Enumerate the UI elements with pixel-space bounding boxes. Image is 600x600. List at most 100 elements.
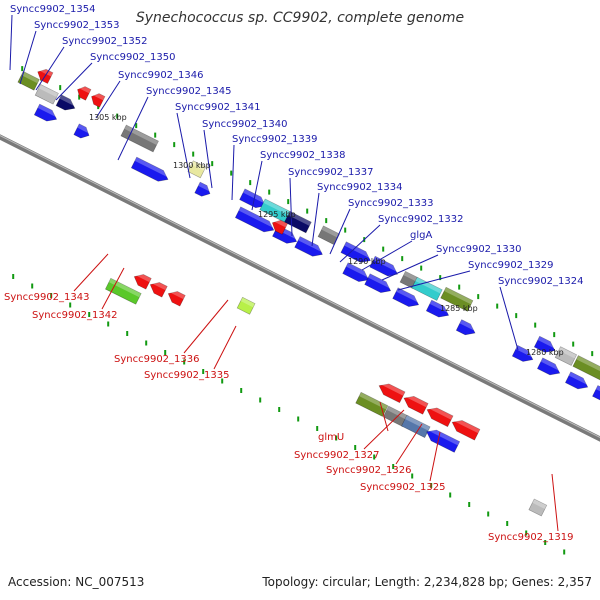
gene-feature-44[interactable] <box>17 71 40 91</box>
gene-feature-35[interactable] <box>89 91 106 108</box>
leader-line <box>203 129 213 189</box>
gene-feature-42[interactable] <box>148 279 168 298</box>
gene-label-syncc9902-1329[interactable]: Syncc9902_1329 <box>468 260 554 271</box>
leader-line <box>395 423 423 465</box>
gene-feature-28[interactable] <box>440 286 474 312</box>
leader-line <box>35 46 65 91</box>
gene-label-syncc9902-1346[interactable]: Syncc9902_1346 <box>118 70 204 81</box>
leader-line <box>339 224 381 263</box>
gene-feature-45[interactable] <box>105 277 142 305</box>
leader-line <box>379 401 389 432</box>
gene-feature-14[interactable] <box>564 371 590 393</box>
gene-label-syncc9902-1343[interactable]: Syncc9902_1343 <box>4 292 90 303</box>
genome-summary-text: Topology: circular; Length: 2,234,828 bp… <box>262 575 592 589</box>
gene-feature-37[interactable] <box>376 380 406 404</box>
gene-label-syncc9902-1332[interactable]: Syncc9902_1332 <box>378 214 464 225</box>
gene-label-glmu[interactable]: glmU <box>318 432 344 443</box>
gene-feature-13[interactable] <box>536 357 562 379</box>
leader-line <box>289 177 293 237</box>
gene-label-syncc9902-1342[interactable]: Syncc9902_1342 <box>32 310 118 321</box>
position-marker-1305-kbp: 1305 kbp <box>89 113 127 122</box>
gene-label-syncc9902-1325[interactable]: Syncc9902_1325 <box>360 482 446 493</box>
gene-feature-8[interactable] <box>364 273 394 296</box>
gene-feature-26[interactable] <box>399 271 419 289</box>
leader-line <box>117 96 149 161</box>
position-marker-1280-kbp: 1280 kbp <box>526 348 564 357</box>
position-marker-1285-kbp: 1285 kbp <box>440 304 478 313</box>
gene-feature-3[interactable] <box>194 181 213 199</box>
gene-label-syncc9902-1319[interactable]: Syncc9902_1319 <box>488 532 574 543</box>
gene-label-syncc9902-1330[interactable]: Syncc9902_1330 <box>436 244 522 255</box>
gene-label-syncc9902-1339[interactable]: Syncc9902_1339 <box>232 134 318 145</box>
gene-label-syncc9902-1340[interactable]: Syncc9902_1340 <box>202 119 288 130</box>
gene-feature-43[interactable] <box>166 288 186 307</box>
gene-feature-50[interactable] <box>424 426 461 453</box>
leader-line <box>311 192 320 247</box>
gene-feature-7[interactable] <box>342 262 372 285</box>
gene-feature-1[interactable] <box>73 123 92 141</box>
gene-label-syncc9902-1353[interactable]: Syncc9902_1353 <box>34 20 120 31</box>
leader-line <box>55 62 93 101</box>
gene-feature-49[interactable] <box>401 414 431 438</box>
gene-label-syncc9902-1333[interactable]: Syncc9902_1333 <box>348 198 434 209</box>
gene-feature-38[interactable] <box>401 393 429 415</box>
gene-label-syncc9902-1337[interactable]: Syncc9902_1337 <box>288 167 374 178</box>
gene-label-syncc9902-1350[interactable]: Syncc9902_1350 <box>90 52 176 63</box>
leader-line <box>9 14 13 71</box>
gene-feature-34[interactable] <box>75 84 92 101</box>
gene-label-syncc9902-1334[interactable]: Syncc9902_1334 <box>317 182 403 193</box>
position-marker-1295-kbp: 1295 kbp <box>258 210 296 219</box>
gene-label-syncc9902-1327[interactable]: Syncc9902_1327 <box>294 450 380 461</box>
gene-feature-29[interactable] <box>533 335 557 356</box>
gene-label-syncc9902-1345[interactable]: Syncc9902_1345 <box>146 86 232 97</box>
leader-line <box>363 409 405 450</box>
gene-feature-24[interactable] <box>340 241 373 266</box>
gene-label-syncc9902-1352[interactable]: Syncc9902_1352 <box>62 36 148 47</box>
gene-label-syncc9902-1326[interactable]: Syncc9902_1326 <box>326 465 412 476</box>
gene-feature-11[interactable] <box>455 319 477 339</box>
leader-line <box>95 80 121 119</box>
gene-feature-17[interactable] <box>55 94 77 114</box>
leader-line <box>251 160 263 211</box>
gene-feature-39[interactable] <box>424 404 454 428</box>
leader-line <box>183 299 229 354</box>
gene-feature-16[interactable] <box>34 84 59 105</box>
gene-feature-46[interactable] <box>236 296 256 315</box>
gene-feature-9[interactable] <box>392 287 422 310</box>
gene-label-syncc9902-1324[interactable]: Syncc9902_1324 <box>498 276 584 287</box>
gene-label-syncc9902-1335[interactable]: Syncc9902_1335 <box>144 370 230 381</box>
gene-feature-10[interactable] <box>425 299 451 321</box>
leader-line <box>19 30 37 85</box>
gene-feature-4[interactable] <box>234 206 276 236</box>
gene-feature-18[interactable] <box>120 124 159 153</box>
leader-line <box>231 144 235 201</box>
accession-text: Accession: NC_007513 <box>8 575 145 589</box>
gene-label-syncc9902-1336[interactable]: Syncc9902_1336 <box>114 354 200 365</box>
gene-feature-6[interactable] <box>294 236 325 260</box>
gene-feature-27[interactable] <box>411 276 443 301</box>
position-marker-1290-kbp: 1290 kbp <box>348 257 386 266</box>
gene-label-syncc9902-1354[interactable]: Syncc9902_1354 <box>10 4 96 15</box>
gene-feature-36[interactable] <box>270 217 288 235</box>
gene-feature-30[interactable] <box>554 346 578 366</box>
leader-line <box>551 473 559 532</box>
gene-feature-51[interactable] <box>528 498 548 517</box>
gene-feature-0[interactable] <box>33 103 59 125</box>
gene-feature-2[interactable] <box>130 156 170 185</box>
gene-feature-40[interactable] <box>449 417 481 441</box>
gene-labels: Syncc9902_1354Syncc9902_1353Syncc9902_13… <box>4 4 584 543</box>
leader-line <box>73 253 109 292</box>
gene-feature-19[interactable] <box>187 160 207 179</box>
gene-feature-41[interactable] <box>132 271 152 290</box>
gene-label-glga[interactable]: glgA <box>410 230 432 241</box>
gene-feature-15[interactable] <box>592 385 600 406</box>
gene-feature-31[interactable] <box>572 355 600 382</box>
leader-line <box>397 270 471 291</box>
gene-feature-23[interactable] <box>317 225 340 246</box>
leader-line <box>213 325 237 370</box>
leader-line <box>361 240 413 271</box>
gene-label-syncc9902-1341[interactable]: Syncc9902_1341 <box>175 102 261 113</box>
gene-label-syncc9902-1338[interactable]: Syncc9902_1338 <box>260 150 346 161</box>
